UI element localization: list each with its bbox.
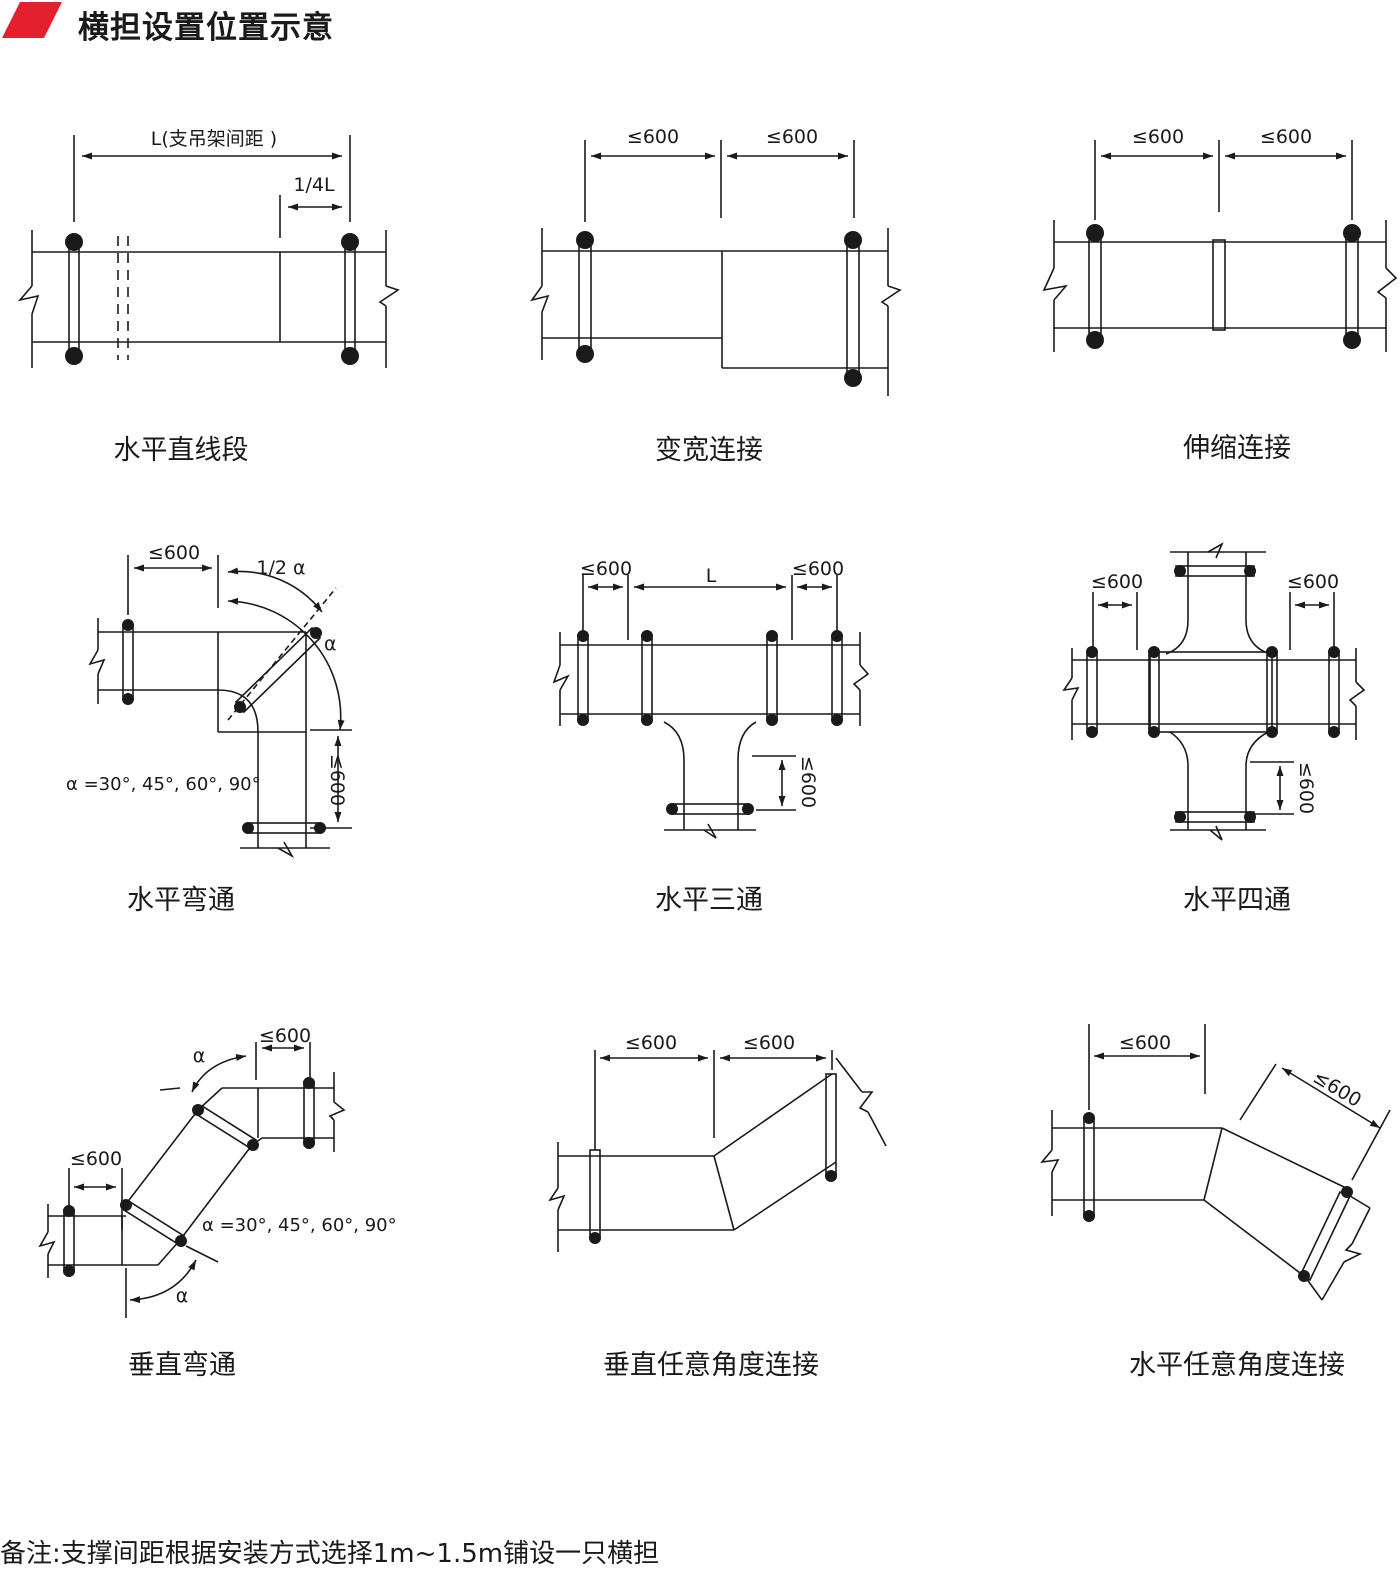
panel-horizontal-any-angle <box>1040 1024 1391 1301</box>
label-span: L(支吊架间距 ) <box>151 128 277 150</box>
title-bar: 横担设置位置示意 <box>0 0 420 46</box>
panel-expansion-joint <box>1042 140 1398 352</box>
panel-horizontal-elbow <box>88 555 352 859</box>
label-dim: ≤600 <box>1132 126 1184 148</box>
label-quarter: 1/4L <box>293 174 335 196</box>
label-dim: ≤600 <box>627 126 679 148</box>
caption-horizontal-any-angle: 水平任意角度连接 <box>1129 1350 1345 1381</box>
panel-horizontal-cross <box>1062 542 1366 841</box>
label-dim: ≤600 <box>743 1032 795 1054</box>
label-dim: ≤600 <box>70 1148 122 1170</box>
panel-horizontal-tee <box>552 575 870 839</box>
panel-vertical-elbow <box>38 1042 346 1318</box>
label-dim: ≤600 <box>797 756 819 808</box>
bolt-dots <box>63 224 1361 1282</box>
label-dim: ≤600 <box>1260 126 1312 148</box>
label-half-alpha: 1/2 α <box>256 557 305 579</box>
label-L: L <box>706 565 717 587</box>
label-dim: ≤600 <box>580 558 632 580</box>
label-dim: ≤600 <box>792 558 844 580</box>
label-dim: ≤600 <box>148 542 200 564</box>
label-angles: α =30°, 45°, 60°, 90° <box>66 774 261 795</box>
caption-horizontal-straight: 水平直线段 <box>113 435 249 466</box>
page-title: 横担设置位置示意 <box>78 10 334 46</box>
panel-width-change <box>530 140 902 396</box>
caption-horizontal-tee: 水平三通 <box>655 885 763 916</box>
caption-expansion-joint: 伸缩连接 <box>1183 433 1291 464</box>
label-alpha: α <box>324 633 337 655</box>
label-dim: ≤600 <box>1119 1032 1171 1054</box>
caption-vertical-any-angle: 垂直任意角度连接 <box>603 1350 819 1381</box>
caption-width-change: 变宽连接 <box>655 435 763 466</box>
label-dim: ≤600 <box>625 1032 677 1054</box>
caption-horizontal-cross: 水平四通 <box>1183 885 1291 916</box>
panel-vertical-any-angle <box>548 1050 887 1252</box>
label-angles: α =30°, 45°, 60°, 90° <box>202 1215 397 1236</box>
dimension-labels: L(支吊架间距 ) 1/4L ≤600 ≤600 ≤600 ≤600 ≤600 … <box>66 126 1365 1307</box>
label-dim: ≤600 <box>1295 762 1317 814</box>
label-dim: ≤600 <box>766 126 818 148</box>
label-dim: ≤600 <box>1287 571 1339 593</box>
label-dim: ≤600 <box>326 754 348 806</box>
label-dim: ≤600 <box>1091 571 1143 593</box>
label-alpha: α <box>193 1045 206 1067</box>
panel-horizontal-straight <box>17 135 400 368</box>
label-dim: ≤600 <box>1309 1066 1365 1112</box>
red-parallelogram-icon <box>2 2 62 38</box>
caption-horizontal-elbow: 水平弯通 <box>127 885 235 916</box>
footnote: 备注:支撑间距根据安装方式选择1m~1.5m铺设一只横担 <box>0 1539 660 1569</box>
label-dim: ≤600 <box>259 1025 311 1047</box>
caption-vertical-elbow: 垂直弯通 <box>128 1350 236 1381</box>
label-alpha: α <box>176 1285 189 1307</box>
